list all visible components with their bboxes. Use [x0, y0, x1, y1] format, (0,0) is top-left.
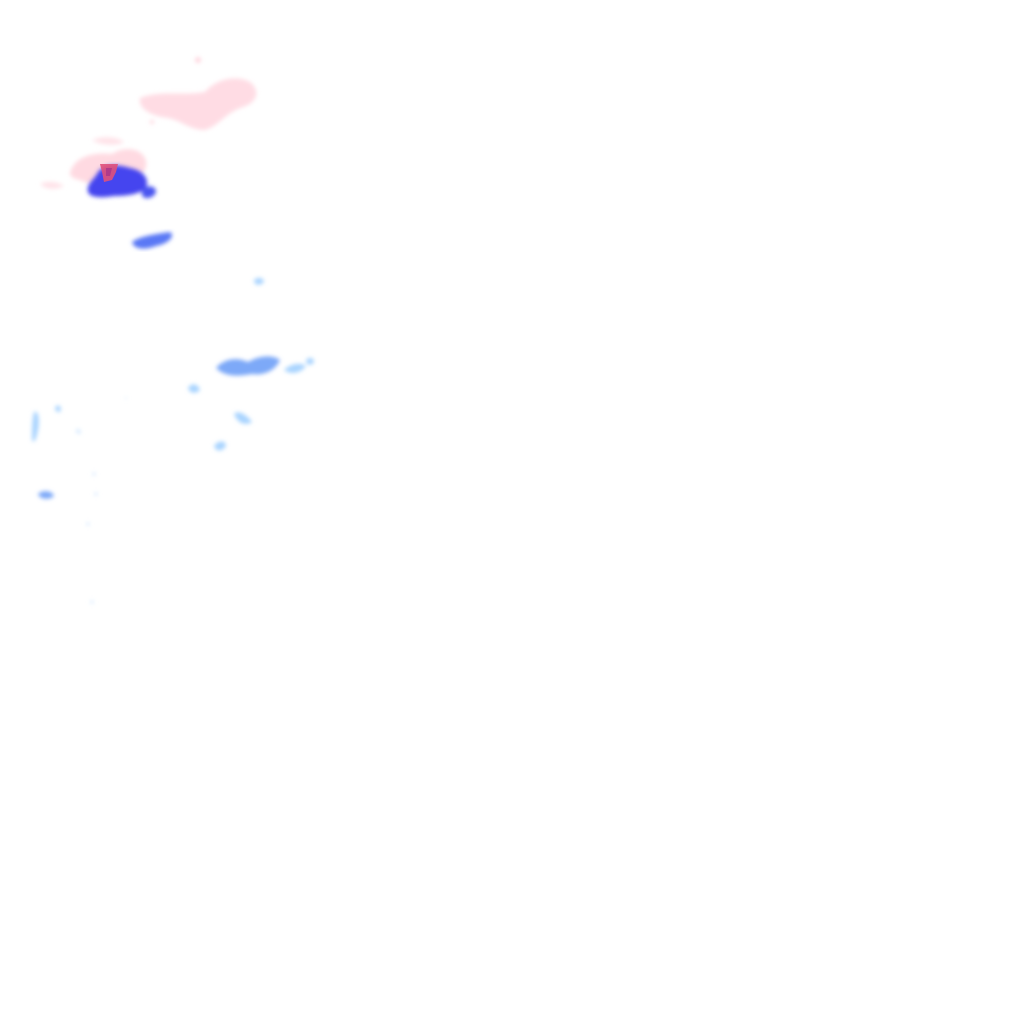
rain-band-central	[216, 277, 314, 376]
rain-band-south	[132, 232, 173, 249]
rain-scatter-west	[32, 384, 252, 604]
mixed-core	[100, 164, 118, 182]
mixed-band-north	[139, 57, 257, 130]
